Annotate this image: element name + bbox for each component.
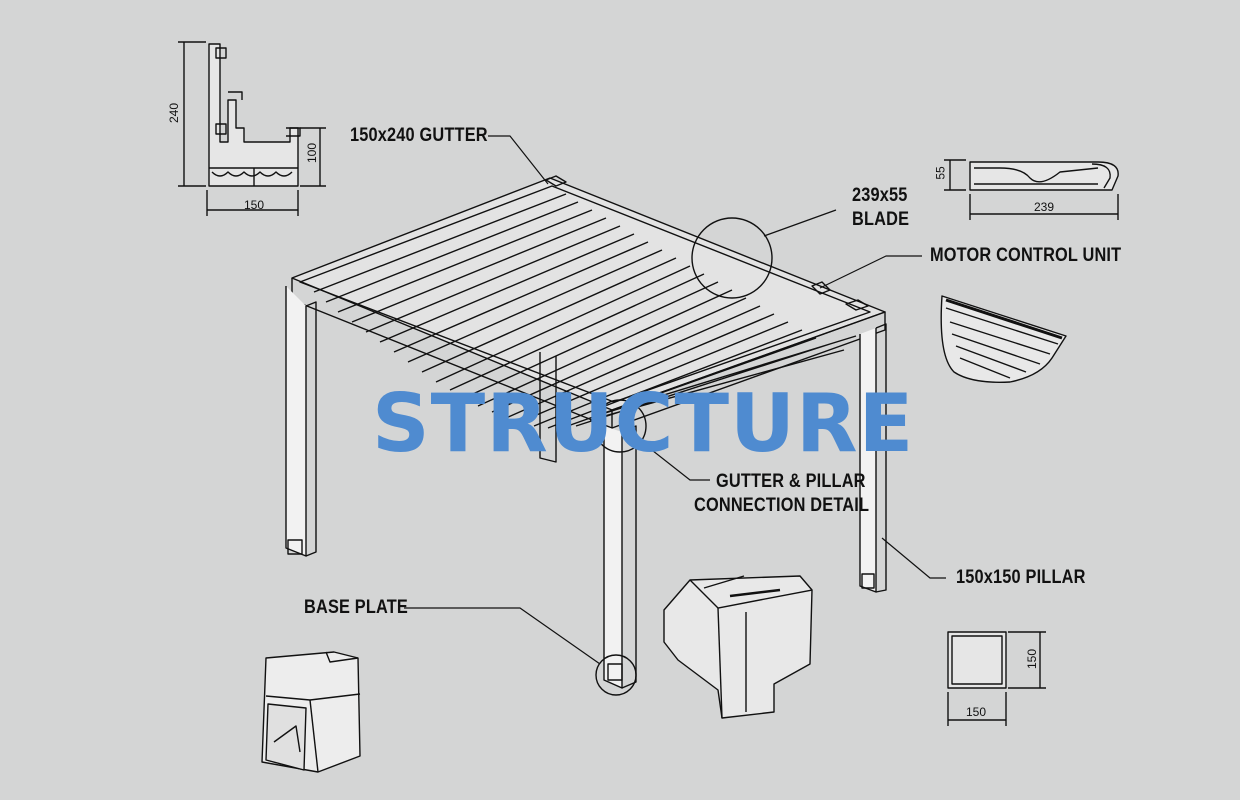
base-plate-label: BASE PLATE [304,597,409,618]
blade-profile [944,159,1119,220]
motor-label: MOTOR CONTROL UNIT [930,245,1122,266]
structure-watermark: STRUCTURE [372,377,915,470]
connection-label-line2: CONNECTION DETAIL [694,495,870,516]
gutter-height-dim: 240 [167,102,182,124]
gutter-label: 150x240 GUTTER [350,125,488,146]
pillar-label: 150x150 PILLAR [956,567,1086,588]
blade-width-dim: 239 [1034,200,1055,214]
blade-height-dim: 55 [933,166,948,180]
gutter-width-dim: 150 [244,198,265,212]
connection-detail [663,575,813,719]
motor-detail [940,295,1067,383]
pergola-frame [285,175,887,696]
base-plate-detail [261,651,361,773]
gutter-inner-dim: 100 [305,142,320,164]
pillar-width-dim: 150 [966,705,987,719]
pillar-profile [947,631,1046,726]
gutter-profile [178,41,326,216]
leader-lines [404,135,946,665]
blade-label-line2: BLADE [852,209,910,230]
connection-label-line1: GUTTER & PILLAR [716,471,866,492]
blade-label-line1: 239x55 [852,185,908,206]
pillar-height-dim: 150 [1025,648,1040,670]
